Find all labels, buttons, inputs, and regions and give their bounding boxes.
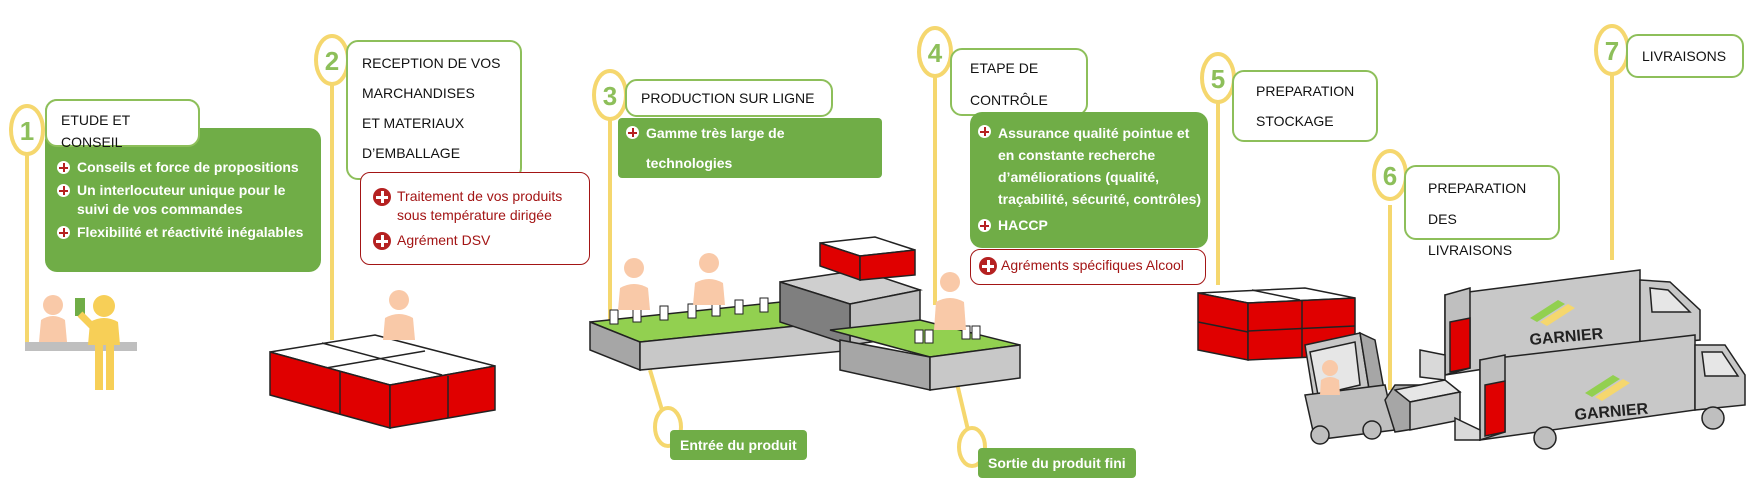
- step-5-title-line-2: STOCKAGE: [1256, 113, 1334, 129]
- step-3-benefit: Gamme très large de technologies: [618, 118, 882, 178]
- product-out-label: Sortie du produit fini: [978, 448, 1136, 478]
- truck-brand-back: GARNIER: [1529, 326, 1604, 349]
- storage-boxes: [1197, 287, 1356, 361]
- step-2-benefit-2: Agrément DSV: [367, 231, 583, 250]
- truck-front: [1454, 334, 1746, 450]
- step-2-title-line-3: ET MATERIAUX: [362, 115, 465, 131]
- step-1-number: 1: [20, 116, 34, 146]
- step-2-title-line-2: MARCHANDISES: [362, 85, 475, 101]
- step-6-title-line-1: PREPARATION: [1428, 180, 1527, 196]
- truck-logo-front: GARNIER: [1574, 375, 1649, 424]
- consultation-scene: [25, 295, 137, 390]
- step-4-title: ETAPE DE CONTRÔLE: [950, 48, 1088, 116]
- step-4-alcohol-item: Agréments spécifiques Alcool: [975, 256, 1201, 275]
- step-3-benefit-text: Gamme très large de technologies: [646, 125, 785, 171]
- step-4-circle: [917, 26, 953, 78]
- step-7-title: LIVRAISONS: [1626, 34, 1744, 78]
- step-1-title-overlay: ETUDE ET CONSEIL: [45, 99, 200, 150]
- step-4-alcohol: Agréments spécifiques Alcool: [970, 249, 1206, 285]
- step-2-title: RECEPTION DE VOS MARCHANDISES ET MATERIA…: [346, 40, 522, 180]
- product-in-label: Entrée du produit: [670, 430, 807, 460]
- reception-person: [383, 290, 415, 340]
- line-workers: [618, 253, 966, 330]
- plus-icon: [626, 126, 639, 139]
- forklift: [1304, 331, 1462, 445]
- step-1-title-overlay-line: ETUDE ET CONSEIL: [61, 112, 130, 150]
- truck-logo-back: GARNIER: [1529, 300, 1604, 349]
- step-5-number: 5: [1211, 64, 1225, 94]
- step-2-number: 2: [325, 46, 339, 76]
- plus-icon: [978, 219, 991, 232]
- step-2-benefit-1: Traitement de vos produits sous températ…: [367, 187, 583, 225]
- step-2-title-line-1: RECEPTION DE VOS: [362, 55, 501, 71]
- step-6-number: 6: [1383, 161, 1397, 191]
- plus-icon: [57, 161, 70, 174]
- step-2-title-line-4: D’EMBALLAGE: [362, 145, 461, 161]
- step-7-number: 7: [1605, 36, 1619, 66]
- plus-icon: [57, 226, 70, 239]
- step-number-circles: 1 2 3 4 5 6 7: [9, 24, 1630, 468]
- step-1-benefit-3: Flexibilité et réactivité inégalables: [53, 223, 313, 242]
- truck-brand-front: GARNIER: [1574, 401, 1649, 424]
- production-items: [609, 297, 981, 344]
- step-4-benefit-1: Assurance qualité pointue et en constant…: [974, 122, 1204, 210]
- step-4-title-line-1: ETAPE DE: [970, 60, 1039, 76]
- step-6-title-line-2: DES LIVRAISONS: [1428, 211, 1513, 258]
- reception-boxes: [269, 334, 496, 429]
- step-3-title-line: PRODUCTION SUR LIGNE: [641, 90, 815, 106]
- step-5-title-line-1: PREPARATION: [1256, 83, 1355, 99]
- plus-icon: [57, 184, 70, 197]
- plus-icon: [979, 257, 997, 275]
- plus-icon: [373, 188, 391, 206]
- step-1-benefit-2: Un interlocuteur unique pour le suivi de…: [53, 181, 313, 219]
- step-5-title: PREPARATION STOCKAGE: [1232, 70, 1378, 142]
- step-4-benefits: Assurance qualité pointue et en constant…: [970, 112, 1208, 248]
- step-7-title-line: LIVRAISONS: [1642, 48, 1727, 64]
- step-3-number: 3: [603, 81, 617, 111]
- step-2-benefits: Traitement de vos produits sous températ…: [360, 172, 590, 265]
- step-3-title: PRODUCTION SUR LIGNE: [625, 79, 833, 117]
- plus-icon: [978, 125, 991, 138]
- step-4-benefit-2: HACCP: [974, 216, 1204, 235]
- step-1-circle: [9, 104, 45, 156]
- step-4-number: 4: [928, 38, 943, 68]
- plus-icon: [373, 232, 391, 250]
- step-4-title-line-2: CONTRÔLE: [970, 92, 1048, 108]
- step-6-title: PREPARATION DES LIVRAISONS: [1404, 165, 1560, 258]
- step-1-benefits: Conseils et force de propositions Un int…: [45, 128, 321, 272]
- step-1-benefit-1: Conseils et force de propositions: [53, 158, 313, 177]
